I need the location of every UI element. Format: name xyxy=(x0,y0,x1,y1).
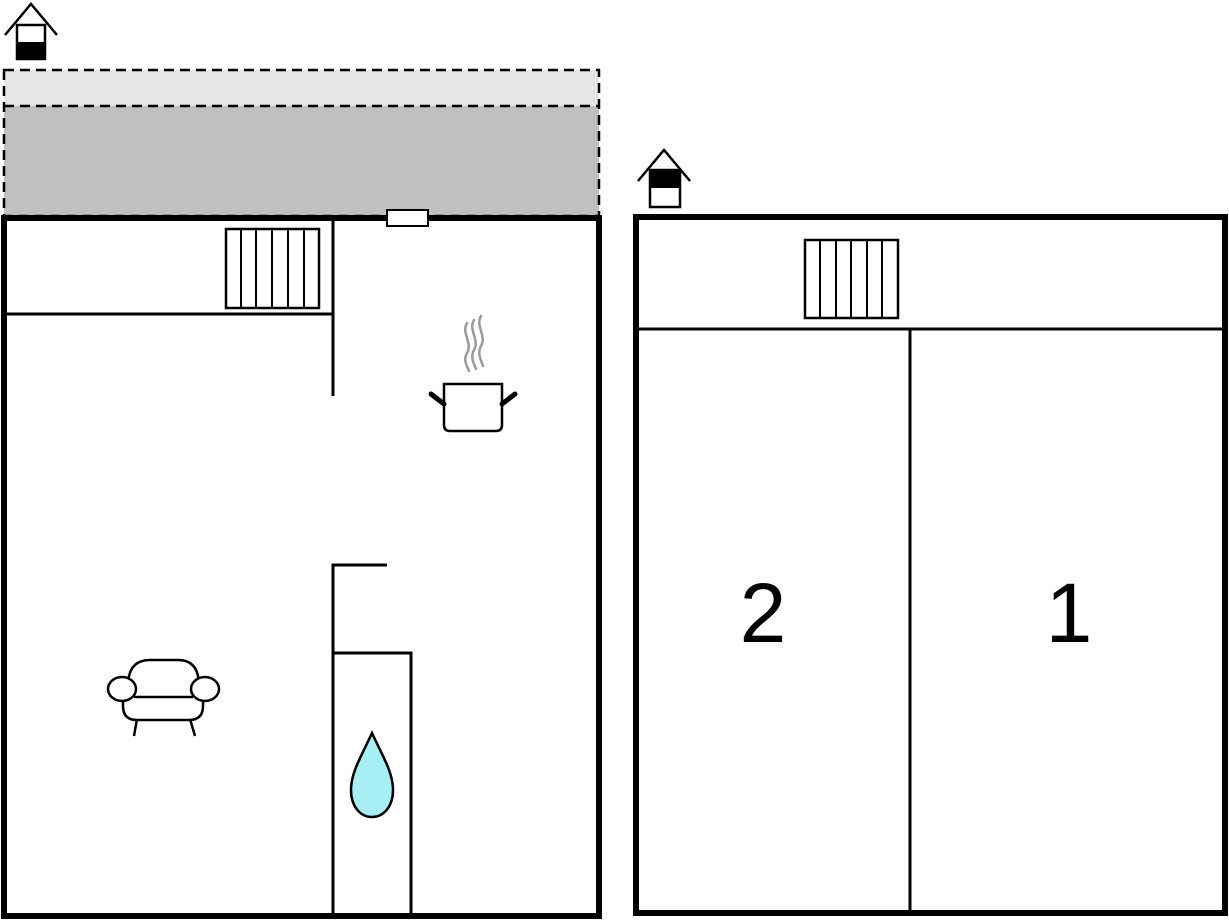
room-label-bedroom-2: 2 xyxy=(740,566,787,660)
outer-walls-upper xyxy=(633,214,1228,916)
floor-level-icon-lower xyxy=(4,2,58,61)
room-label-bedroom-1: 1 xyxy=(1046,566,1093,660)
floor-plan-upper: 2 1 xyxy=(633,148,1228,916)
outer-walls-lower xyxy=(1,215,602,919)
cooking-pot-icon xyxy=(428,314,518,433)
staircase-icon xyxy=(803,238,900,320)
interior-walls-upper xyxy=(636,327,1225,913)
terrace-area xyxy=(2,68,601,218)
interior-walls-lower xyxy=(4,218,413,916)
door-opening xyxy=(386,209,429,227)
floor-plan-lower xyxy=(1,2,602,919)
water-drop-icon xyxy=(349,729,395,819)
staircase-icon xyxy=(224,227,321,310)
armchair-icon xyxy=(106,658,221,737)
floor-level-icon-upper xyxy=(637,148,691,209)
